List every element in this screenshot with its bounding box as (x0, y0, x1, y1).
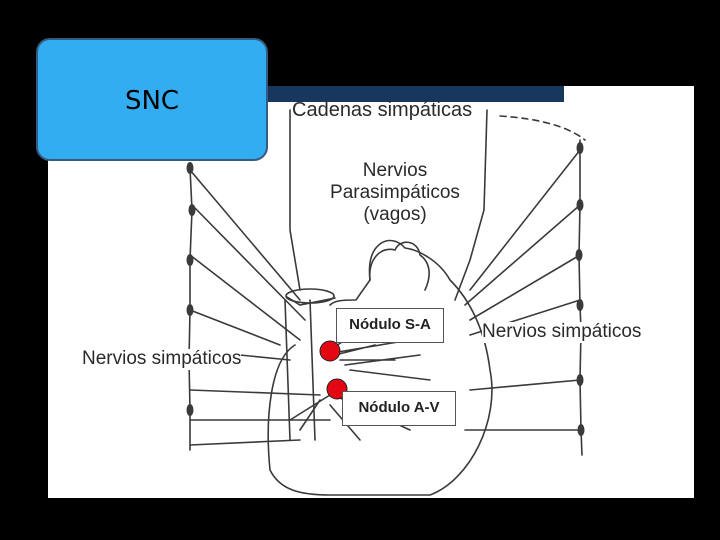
heart-outline (267, 239, 493, 496)
vagus-left (289, 109, 301, 291)
parasimpaticos-line-3: (vagos) (363, 204, 427, 225)
nodulo-sa-label: Nódulo S-A (336, 308, 444, 343)
parasimpaticos-label: Nervios Parasimpáticos (vagos) (300, 160, 490, 226)
right-chain (578, 139, 583, 456)
vagus-right (454, 109, 488, 301)
snc-box: SNC (36, 38, 268, 161)
cadenas-simpaticas-label: Cadenas simpáticas (292, 99, 473, 121)
aorta (284, 299, 316, 441)
parasimpaticos-line-1: Nervios (362, 160, 428, 181)
sa-node-marker (319, 340, 341, 362)
nodulo-av-label: Nódulo A-V (342, 391, 456, 426)
nervios-simpaticos-right-label: Nervios simpáticos (482, 321, 642, 343)
nervios-simpaticos-left-label: Nervios simpáticos (82, 348, 242, 370)
title-bar-accent (268, 86, 564, 102)
parasimpaticos-line-2: Parasimpáticos (330, 182, 460, 203)
cadenas-arc (499, 115, 586, 141)
snc-label: SNC (124, 86, 180, 116)
